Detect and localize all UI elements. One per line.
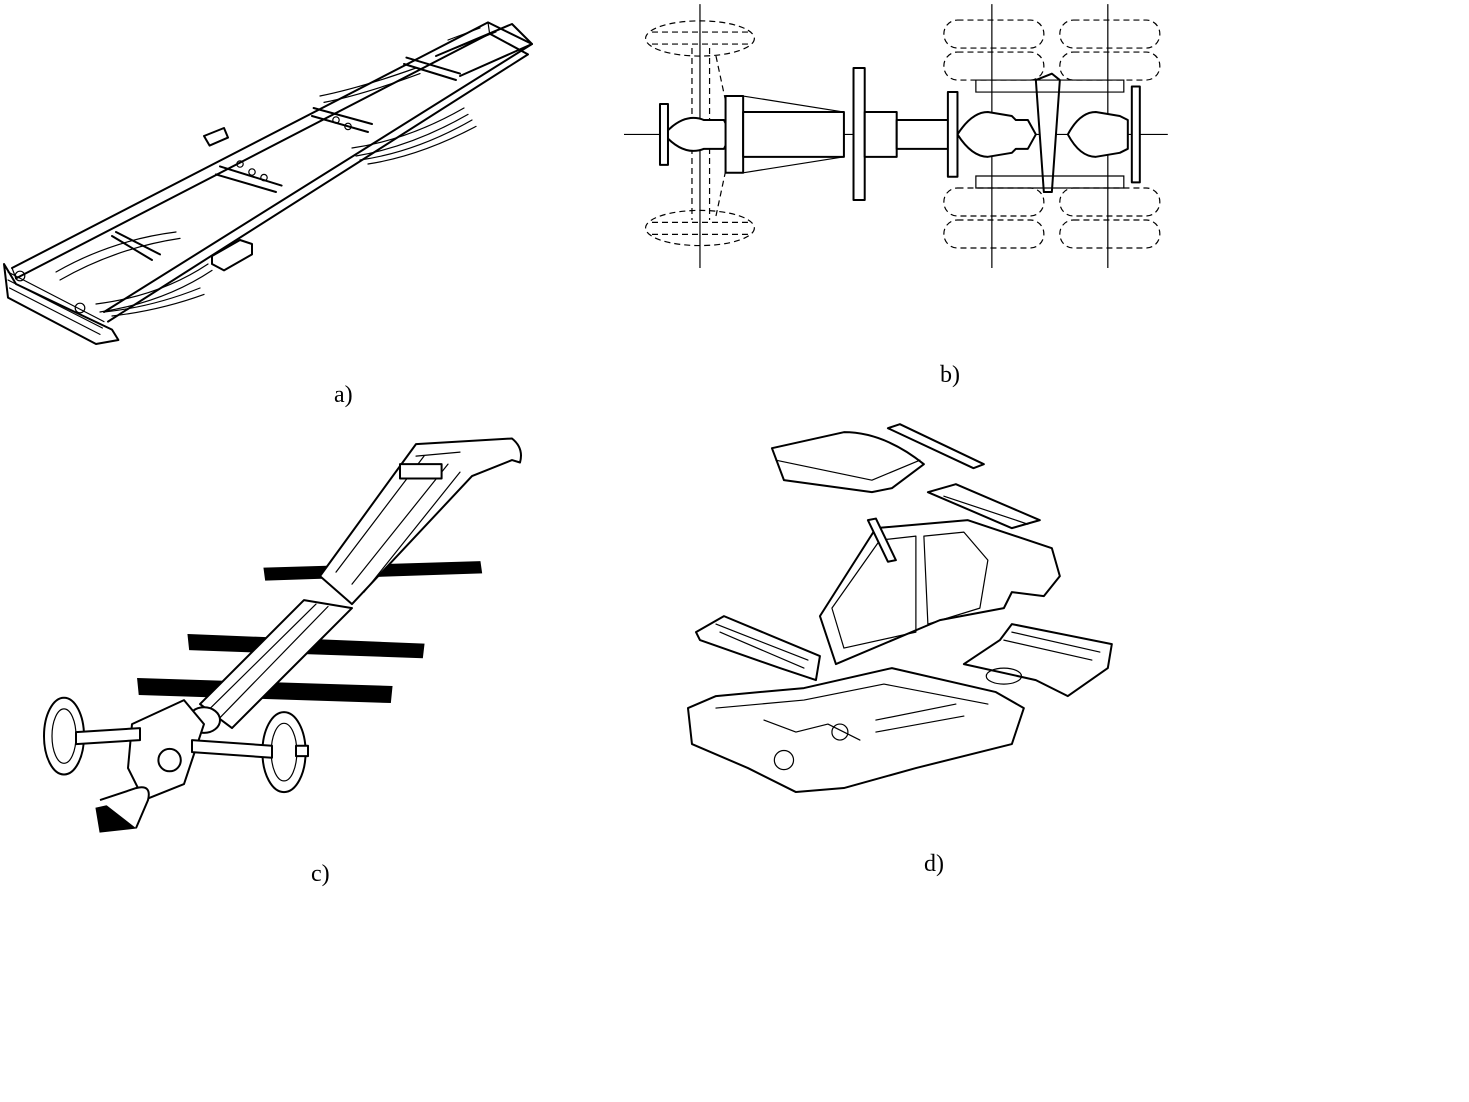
caption-a: a) <box>334 382 353 408</box>
unibody-exploded-icon <box>620 420 1175 881</box>
panel-a: a) <box>0 0 560 407</box>
panel-c: c) <box>0 420 560 886</box>
central-tube-chassis-plan-icon <box>620 0 1175 400</box>
caption-c: c) <box>311 861 330 887</box>
backbone-tube-chassis-icon <box>0 420 560 881</box>
ladder-frame-chassis-icon <box>0 0 560 400</box>
panel-d: d) <box>620 420 1175 881</box>
caption-b: b) <box>940 362 960 388</box>
caption-d: d) <box>924 851 944 877</box>
panel-b: b) <box>620 0 1175 400</box>
